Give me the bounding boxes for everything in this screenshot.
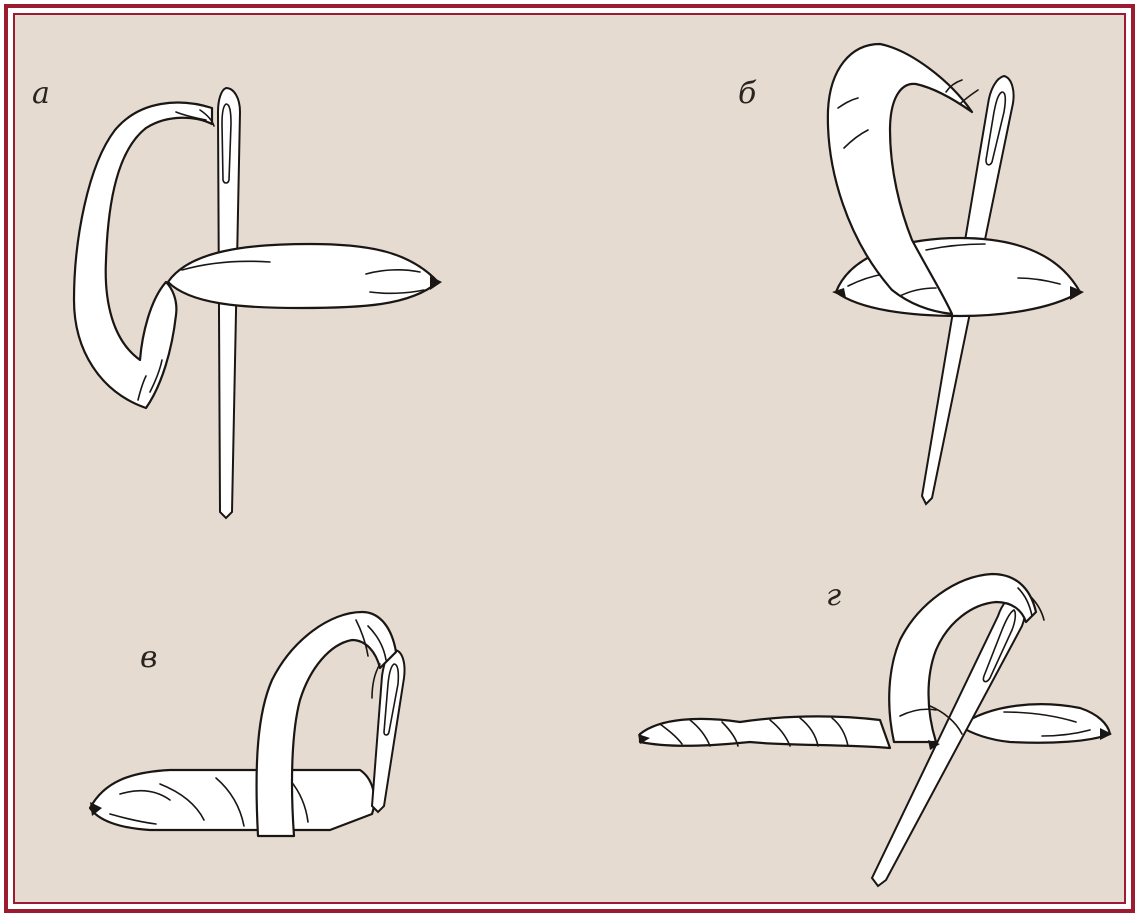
needle-c (370, 648, 406, 814)
panel-a: а (32, 76, 442, 520)
ribbon-twisted-c (88, 768, 376, 832)
panel-c: в (88, 610, 406, 838)
panel-label-b: б (738, 76, 757, 111)
ribbon-loop-a (72, 101, 215, 410)
panel-b: б (738, 42, 1084, 506)
panel-d: г (638, 572, 1112, 888)
ribbon-flat-a (166, 242, 442, 310)
ribbon-loop-d (888, 572, 1045, 750)
ribbon-loop-b (826, 42, 979, 316)
ribbon-twisted-d (638, 715, 892, 750)
outer-frame (4, 4, 1135, 913)
panel-label-c: в (140, 640, 157, 675)
panel-label-a: а (32, 76, 50, 111)
ribbon-tail-d (958, 703, 1112, 744)
ribbon-loop-c (255, 610, 398, 838)
panel-label-d: г (826, 578, 841, 613)
